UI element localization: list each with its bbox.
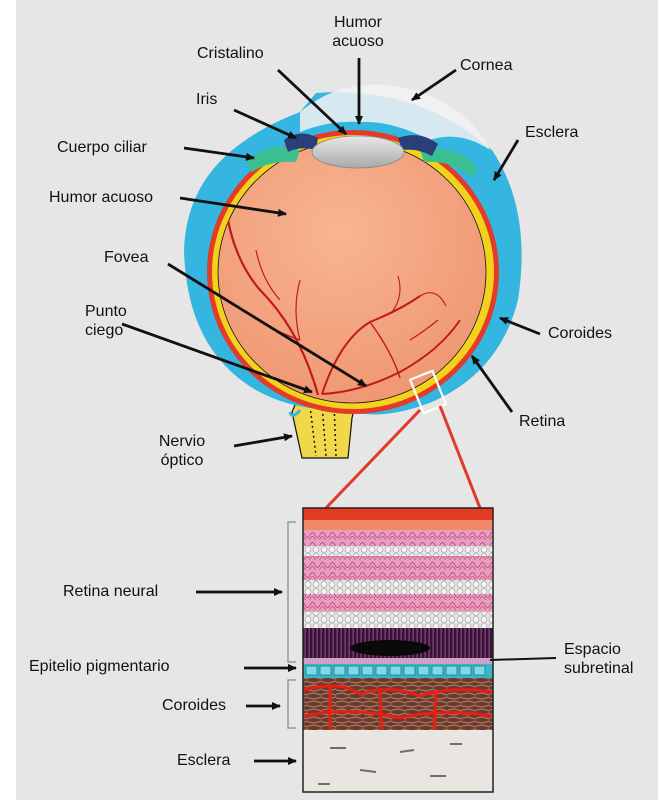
bracket-coroides	[288, 680, 296, 728]
lens-shape	[312, 136, 404, 168]
label-retina: Retina	[519, 412, 565, 431]
label-espacio-subretinal: Espacio subretinal	[564, 640, 633, 678]
label-cornea: Cornea	[460, 56, 512, 75]
label-coroides-top: Coroides	[548, 324, 612, 343]
label-cristalino: Cristalino	[197, 44, 264, 63]
label-humor-acuoso-top: Humor acuoso	[318, 13, 398, 51]
espacio-subretinal-line	[490, 658, 556, 660]
eyeball	[184, 84, 522, 458]
label-fovea: Fovea	[104, 248, 148, 267]
label-nervio-optico: Nervio óptico	[142, 432, 222, 470]
vitreous-body	[218, 141, 486, 403]
label-iris: Iris	[196, 90, 217, 109]
label-retina-neural: Retina neural	[63, 582, 158, 601]
label-punto-ciego: Punto ciego	[85, 302, 127, 340]
bracket-retina-neural	[288, 522, 296, 662]
retina-cross-section	[303, 508, 493, 792]
label-esclera-top: Esclera	[525, 123, 578, 142]
label-cuerpo-ciliar: Cuerpo ciliar	[57, 138, 147, 157]
label-esclera-bottom: Esclera	[177, 751, 230, 770]
zoom-line-right	[440, 406, 480, 508]
label-coroides-bottom: Coroides	[162, 696, 226, 715]
label-epitelio-pigmentario: Epitelio pigmentario	[29, 657, 170, 676]
label-humor-acuoso-side: Humor acuoso	[49, 188, 153, 207]
